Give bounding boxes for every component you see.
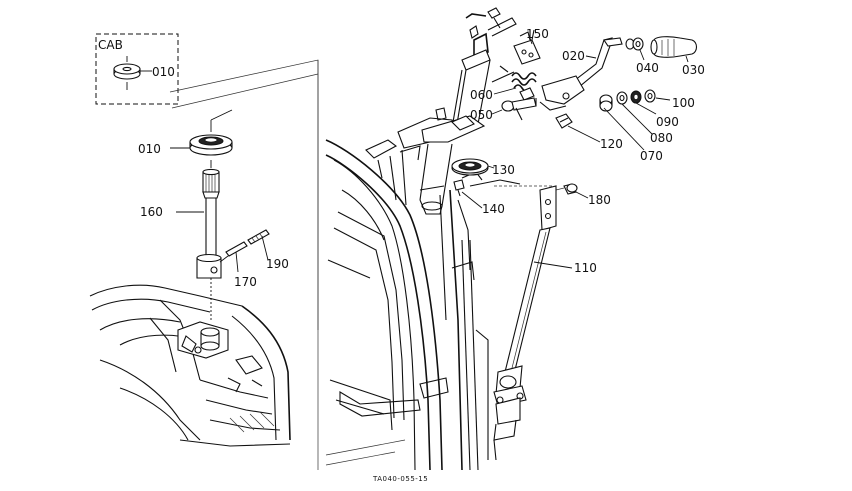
callout-080: 080 (650, 131, 673, 145)
transmission-housing (89, 284, 291, 447)
part-130-bearing (451, 158, 489, 176)
part-180-bolt (555, 183, 578, 195)
callout-150: 150 (526, 27, 549, 41)
floor-panel-outline (169, 59, 319, 470)
cab-label: CAB (98, 38, 123, 52)
part-160-shift-shaft (196, 160, 222, 322)
part-010-boot (189, 109, 233, 156)
part-070-collar (599, 94, 613, 112)
part-050-pivot-pin (501, 97, 537, 121)
callout-010: 010 (138, 142, 161, 156)
callout-010-inset: 010 (152, 65, 175, 79)
part-040-nut (625, 37, 645, 61)
steering-column (399, 7, 521, 215)
callout-100: 100 (672, 96, 695, 110)
part-190-spring-pin (247, 229, 270, 245)
part-090-spring-washer (630, 90, 642, 104)
callout-110: 110 (574, 261, 597, 275)
part-060-spring (491, 65, 537, 101)
part-140-bolt (453, 179, 465, 197)
callout-040: 040 (636, 61, 659, 75)
cab-frame (325, 117, 489, 471)
part-170-spring-pin (219, 241, 248, 263)
callout-190: 190 (266, 257, 289, 271)
callout-130: 130 (492, 163, 515, 177)
callout-050: 050 (470, 108, 493, 122)
inset-washer-010 (113, 56, 141, 90)
part-080-washer (616, 91, 628, 105)
cab-inset-frame (95, 33, 179, 105)
callout-060: 060 (470, 88, 493, 102)
part-150-plate (513, 29, 541, 65)
part-100-nut (644, 89, 656, 103)
callout-120: 120 (600, 137, 623, 151)
callout-070: 070 (640, 149, 663, 163)
callout-170: 170 (234, 275, 257, 289)
callout-180: 180 (588, 193, 611, 207)
part-120-clip (555, 113, 573, 129)
part-020-shift-lever (539, 37, 623, 111)
callout-160: 160 (140, 205, 163, 219)
part-110-shift-rod (493, 185, 557, 461)
callout-030: 030 (682, 63, 705, 77)
part-030-knob (650, 36, 698, 63)
callout-140: 140 (482, 202, 505, 216)
cab-inset: CAB 010 (95, 33, 179, 105)
callout-090: 090 (656, 115, 679, 129)
drawing-code: TA040-055-15 (372, 475, 428, 483)
callout-020: 020 (562, 49, 585, 63)
